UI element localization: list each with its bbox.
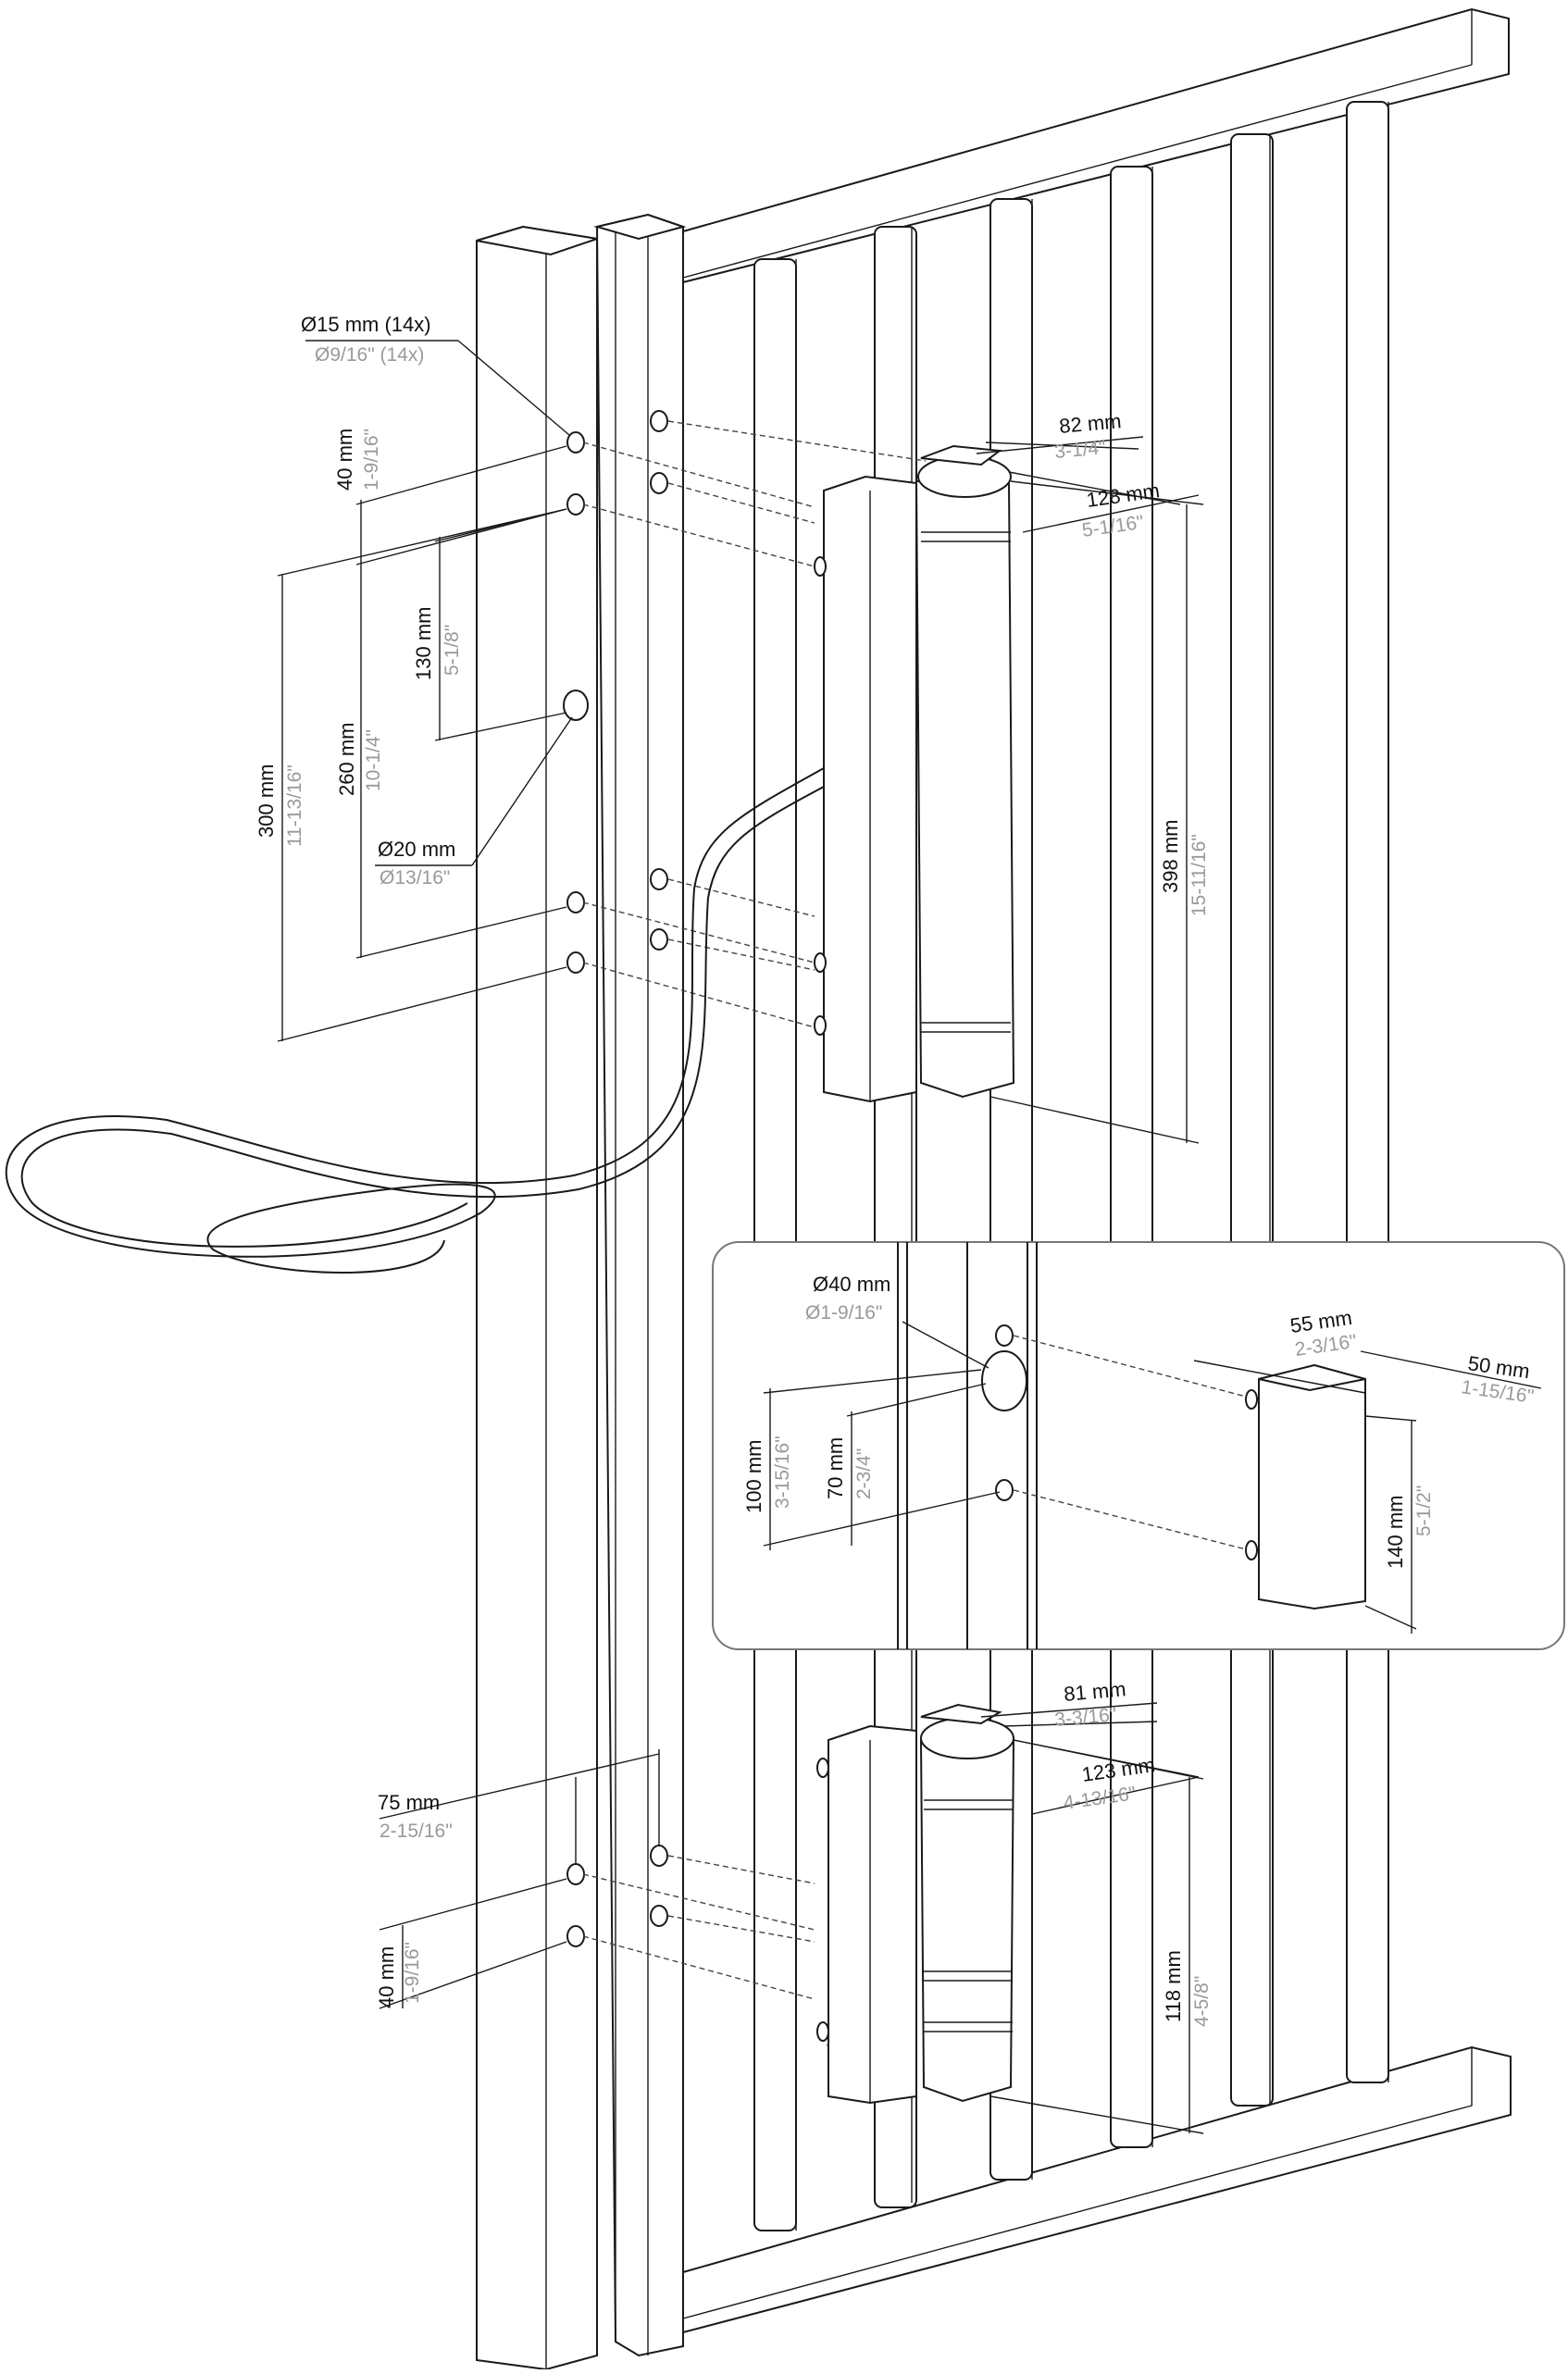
projection-lines-bottom xyxy=(582,1855,815,2000)
h140-in-label: 5-1/2" xyxy=(1413,1485,1435,1536)
d300-mm-label: 300 mm xyxy=(255,764,278,838)
d70-in-label: 2-3/4" xyxy=(853,1448,875,1499)
dimension-lines xyxy=(277,340,1204,2134)
d70-mm-label: 70 mm xyxy=(824,1437,847,1499)
h398-mm-label: 398 mm xyxy=(1159,820,1182,893)
h398-in-label: 15-11/16" xyxy=(1188,834,1210,916)
hole15-in-label: Ø9/16" (14x) xyxy=(315,344,424,366)
gate-frame xyxy=(682,7,1512,2334)
hole15-mm-label: Ø15 mm (14x) xyxy=(301,313,431,336)
inset-panel xyxy=(712,1241,1565,1650)
dimension-labels: Ø15 mm (14x) Ø9/16" (14x) 40 mm 1-9/16" … xyxy=(255,313,1535,2027)
bot40-mm-label: 40 mm xyxy=(375,1946,398,2008)
d100-mm-label: 100 mm xyxy=(742,1440,765,1513)
top-hinge xyxy=(814,444,1015,1103)
cable xyxy=(5,767,825,1274)
d130-in-label: 5-1/8" xyxy=(442,625,463,676)
w81-mm-label: 81 mm xyxy=(1063,1677,1126,1706)
d100-in-label: 3-15/16" xyxy=(772,1436,793,1509)
top40-mm-label: 40 mm xyxy=(333,429,356,491)
fence-post xyxy=(476,225,598,2371)
w75-in-label: 2-15/16" xyxy=(380,1821,453,1842)
post-holes xyxy=(563,410,668,1947)
d300-in-label: 11-13/16" xyxy=(284,764,305,847)
bottom-hinge xyxy=(816,1703,1015,2105)
h118-in-label: 4-5/8" xyxy=(1191,1976,1213,2027)
d130-mm-label: 130 mm xyxy=(412,607,435,680)
w75-mm-label: 75 mm xyxy=(378,1791,440,1814)
hole20-mm-label: Ø20 mm xyxy=(378,838,455,861)
h118-mm-label: 118 mm xyxy=(1162,1950,1185,2022)
w82-in-label: 3-1/4" xyxy=(1053,437,1106,463)
w81-in-label: 3-3/16" xyxy=(1053,1704,1117,1731)
d260-mm-label: 260 mm xyxy=(335,723,358,796)
hole40-in-label: Ø1-9/16" xyxy=(805,1302,882,1324)
top40-in-label: 1-9/16" xyxy=(361,429,382,491)
projection-lines-top xyxy=(582,420,927,1028)
w82-mm-label: 82 mm xyxy=(1058,409,1122,438)
hole20-in-label: Ø13/16" xyxy=(380,867,450,889)
d260-in-label: 10-1/4" xyxy=(363,729,384,791)
h140-mm-label: 140 mm xyxy=(1384,1496,1407,1569)
gate-post xyxy=(593,213,687,2357)
bot40-in-label: 1-9/16" xyxy=(402,1942,423,2004)
hole40-mm-label: Ø40 mm xyxy=(813,1273,890,1296)
